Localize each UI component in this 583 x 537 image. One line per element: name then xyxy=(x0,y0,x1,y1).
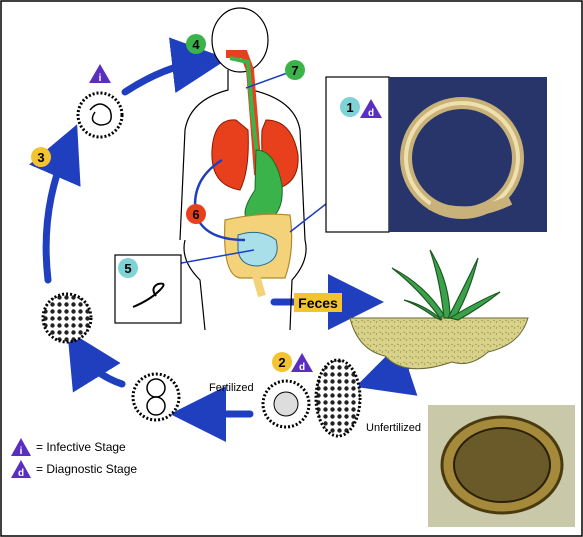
legend-diagnostic-icon: d xyxy=(11,460,31,479)
feces-label-bg xyxy=(294,293,342,312)
legend-diagnostic: d = Diagnostic Stage xyxy=(10,459,137,479)
svg-text:2: 2 xyxy=(278,355,285,370)
egg-photo-subject xyxy=(440,415,564,515)
embryonated-egg-3 xyxy=(76,91,124,139)
svg-text:d: d xyxy=(18,468,24,479)
adult-worm-label-box xyxy=(325,76,390,233)
step-3-badge: 3 xyxy=(31,147,51,167)
egg-multicell xyxy=(41,292,93,344)
arrow-3-to-4 xyxy=(121,37,228,96)
step-7-badge: 7 xyxy=(285,60,305,80)
svg-text:4: 4 xyxy=(192,37,200,52)
step-2-badge: 2 xyxy=(272,352,292,372)
legend-infective-label: = Infective Stage xyxy=(36,440,126,454)
diagnostic-stage-icon-1: d xyxy=(360,99,382,119)
legend-diagnostic-label: = Diagnostic Stage xyxy=(36,462,138,476)
legend-infective-icon: i xyxy=(11,438,31,457)
infective-stage-icon: i xyxy=(89,64,111,84)
svg-text:d: d xyxy=(299,362,305,373)
svg-text:i: i xyxy=(20,446,23,457)
intestines xyxy=(223,213,293,298)
larva-icon xyxy=(132,282,165,308)
step-1-badge: 1 xyxy=(340,97,360,117)
step-6-badge: 6 xyxy=(186,204,206,224)
step-5-badge: 5 xyxy=(118,258,138,278)
soil-patch xyxy=(349,317,529,370)
svg-text:i: i xyxy=(99,73,102,84)
legend-infective: i = Infective Stage xyxy=(10,437,126,457)
egg-fertilized xyxy=(261,379,311,429)
svg-text:1: 1 xyxy=(346,100,353,115)
grass-icon xyxy=(391,249,501,321)
adult-worm-icon xyxy=(400,97,524,219)
feces-label: Feces xyxy=(298,295,338,311)
svg-text:6: 6 xyxy=(192,207,199,222)
unfertilized-label: Unfertilized xyxy=(366,422,421,434)
egg-two-cell xyxy=(131,372,181,422)
svg-text:5: 5 xyxy=(124,261,131,276)
svg-text:3: 3 xyxy=(37,150,44,165)
fertilized-label: Fertilized xyxy=(209,382,254,394)
diagnostic-stage-icon-2: d xyxy=(291,353,313,373)
svg-text:d: d xyxy=(368,108,374,119)
svg-text:7: 7 xyxy=(291,63,298,78)
arrow-egg-to-3 xyxy=(29,124,81,284)
arrow-to-embryo xyxy=(67,330,126,393)
egg-unfertilized xyxy=(314,358,362,438)
step-4-badge: 4 xyxy=(186,34,206,54)
